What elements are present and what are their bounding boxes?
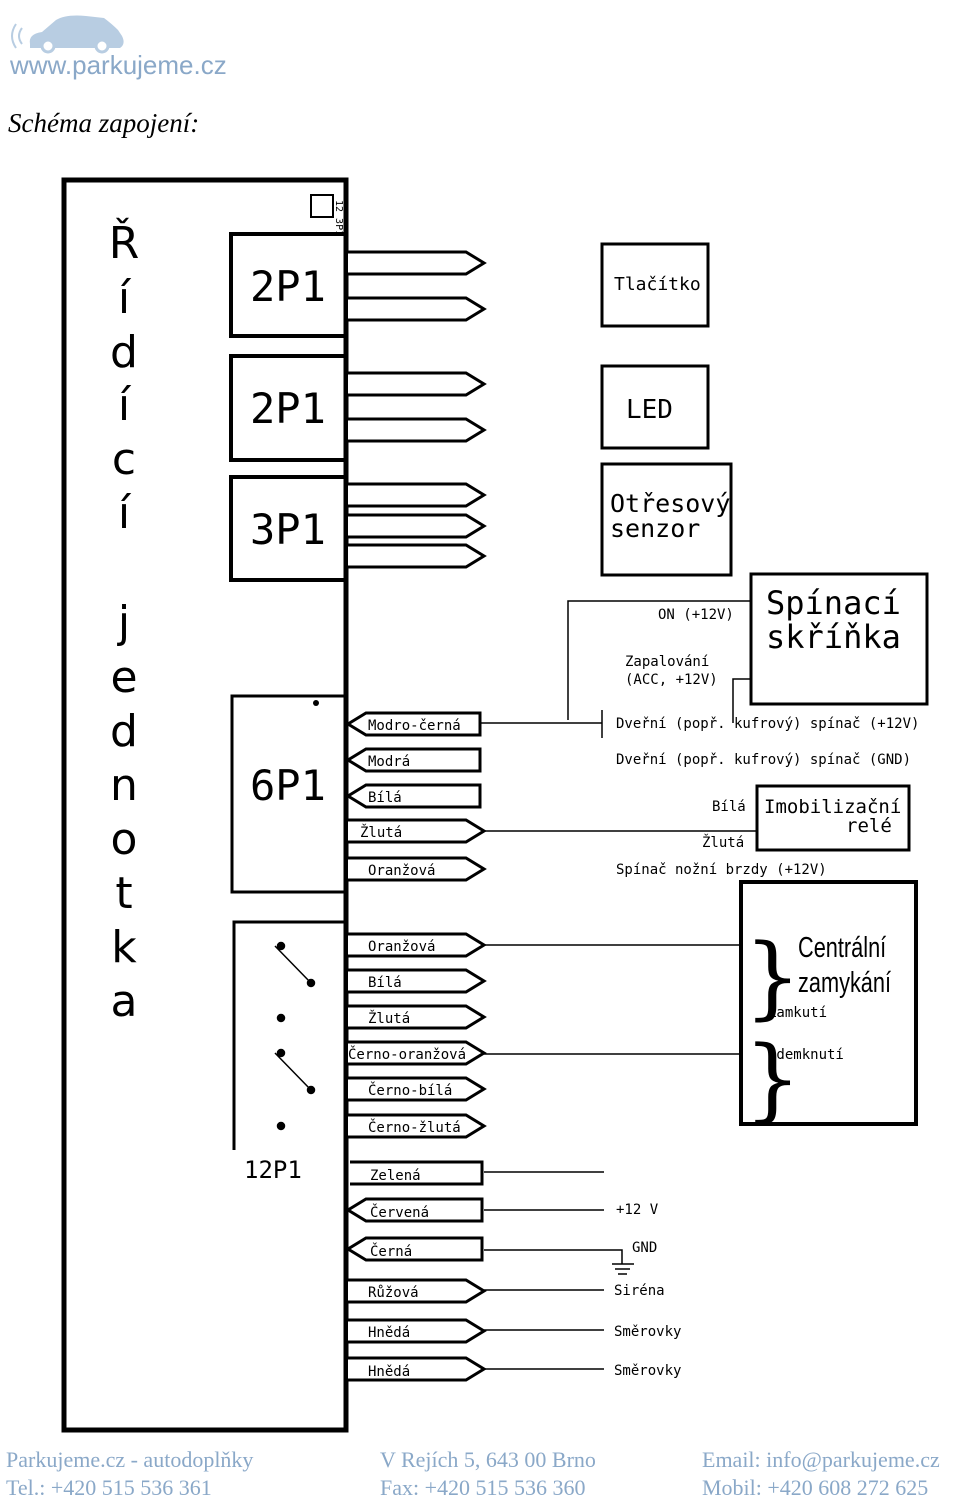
wire-label: Žlutá xyxy=(368,1009,410,1027)
shock-label-2: senzor xyxy=(610,514,700,543)
connector-2p1-b xyxy=(229,354,348,462)
wire-label: Hnědá xyxy=(368,1325,410,1341)
label-letter: j xyxy=(117,597,130,648)
signal-yellow: Žlutá xyxy=(702,833,744,851)
immob-label-2: relé xyxy=(846,815,892,837)
footer-tel: Tel.: +420 515 536 361 xyxy=(6,1475,212,1500)
signal-white: Bílá xyxy=(712,799,746,815)
connector-2p1-a xyxy=(229,232,348,338)
wires-12p1: Zelená Červená Černá Růžová Hnědá Hnědá xyxy=(345,1160,486,1382)
control-unit-label: Ř í d í c í j e d n o t k a xyxy=(109,217,140,1027)
immobilizer-relay xyxy=(755,784,911,852)
led-label: LED xyxy=(626,395,673,425)
central-locking-box xyxy=(739,880,918,1126)
ignition-label-2: skříňka xyxy=(766,618,901,656)
footer-col-3: Email: info@parkujeme.cz Mobil: +420 608… xyxy=(702,1446,940,1502)
led-device xyxy=(600,364,710,450)
label-letter: í xyxy=(118,273,132,324)
button-label: Tlačítko xyxy=(614,274,701,295)
small-connector-box xyxy=(310,194,334,218)
footer-email[interactable]: Email: info@parkujeme.cz xyxy=(702,1447,940,1472)
label-letter: Ř xyxy=(109,217,140,269)
signal-gnd: GND xyxy=(632,1240,657,1256)
connector-12p1-label: 12P1 xyxy=(244,1156,302,1184)
site-url[interactable]: www.parkujeme.cz xyxy=(10,50,227,80)
ignition-box xyxy=(749,572,929,706)
signal-unlock: Odemknutí xyxy=(768,1047,844,1063)
label-letter: í xyxy=(118,488,132,539)
footer-col-2: V Rejích 5, 643 00 Brno Fax: +420 515 53… xyxy=(380,1446,596,1502)
wire-label: Zelená xyxy=(370,1168,421,1184)
wire-label: Bílá xyxy=(368,790,402,806)
wire-label: Bílá xyxy=(368,975,402,991)
label-letter: a xyxy=(111,976,138,1027)
ignition-label-1: Spínací xyxy=(766,584,901,622)
wires-6p1: Modro-černá Modrá Bílá Žlutá Oranžová xyxy=(345,711,486,882)
central-label-2: zamykání xyxy=(798,967,891,999)
label-letter: k xyxy=(111,922,137,973)
shock-sensor-device xyxy=(600,462,733,577)
signal-door-12v: Dveřní (popř. kufrový) spínač (+12V) xyxy=(616,716,919,732)
connector-6p1 xyxy=(230,694,348,894)
footer-mobile: Mobil: +420 608 272 625 xyxy=(702,1475,929,1500)
central-label-1: Centrální xyxy=(798,932,886,964)
plug-group-top xyxy=(346,250,486,569)
wire-label: Modro-černá xyxy=(368,718,461,734)
connector-2p1-a-label: 2P1 xyxy=(250,262,326,311)
signal-turn-1: Směrovky xyxy=(614,1324,681,1340)
wire-label: Červená xyxy=(370,1203,429,1221)
label-letter: t xyxy=(115,868,132,919)
footer-address: V Rejích 5, 643 00 Brno xyxy=(380,1447,596,1472)
footer-fax: Fax: +420 515 536 360 xyxy=(380,1475,586,1500)
label-letter: o xyxy=(111,814,138,865)
wire-label: Oranžová xyxy=(368,939,435,955)
label-letter: d xyxy=(110,327,138,378)
label-letter: n xyxy=(110,760,138,811)
small-connector-label: 12 3P1 xyxy=(333,200,344,236)
wire-label: Žlutá xyxy=(360,823,402,841)
wire-label: Modrá xyxy=(368,754,410,770)
signal-lock: Zamkutí xyxy=(768,1005,827,1021)
wire-label: Černo-oranžová xyxy=(348,1045,466,1063)
connector-3p1 xyxy=(229,475,348,582)
connector-6p1-label: 6P1 xyxy=(250,761,326,810)
brace-unlock: } xyxy=(744,1027,801,1132)
wires-relay: Oranžová Bílá Žlutá Černo-oranžová Černo… xyxy=(346,932,486,1139)
wire-label: Černo-žlutá xyxy=(368,1118,461,1136)
wire-label: Oranžová xyxy=(368,863,435,879)
wire-label: Černá xyxy=(370,1242,412,1260)
signal-plus12: +12 V xyxy=(616,1202,659,1218)
footer-col-1: Parkujeme.cz - autodoplňky Tel.: +420 51… xyxy=(6,1446,253,1502)
button-device xyxy=(600,242,710,328)
wire-label: Růžová xyxy=(368,1285,419,1301)
signal-brake: Spínač nožní brzdy (+12V) xyxy=(616,862,827,878)
connector-12p1 xyxy=(232,920,346,1150)
connector-3p1-label: 3P1 xyxy=(250,505,326,554)
page-title: Schéma zapojení: xyxy=(8,108,200,138)
label-letter: c xyxy=(112,434,136,485)
connector-2p1-b-label: 2P1 xyxy=(250,384,326,433)
brace-lock: } xyxy=(744,925,801,1030)
signal-acc-2: (ACC, +12V) xyxy=(625,672,718,688)
signal-acc-1: Zapalování xyxy=(625,654,709,670)
shock-label-1: Otřesový xyxy=(610,489,730,518)
signal-on: ON (+12V) xyxy=(658,607,734,623)
label-letter: í xyxy=(118,380,132,431)
label-letter: d xyxy=(110,706,138,757)
immob-label-1: Imobilizační xyxy=(764,796,901,818)
footer-company: Parkujeme.cz - autodoplňky xyxy=(6,1447,254,1472)
signal-door-gnd: Dveřní (popř. kufrový) spínač (GND) xyxy=(616,752,911,768)
signal-turn-2: Směrovky xyxy=(614,1363,681,1379)
car-logo-icon xyxy=(11,15,124,54)
label-letter: e xyxy=(110,652,137,703)
wire-label: Černo-bílá xyxy=(368,1081,452,1099)
signal-siren: Siréna xyxy=(614,1283,665,1299)
wire-label: Hnědá xyxy=(368,1364,410,1380)
relay-switch-symbols xyxy=(274,941,316,1131)
